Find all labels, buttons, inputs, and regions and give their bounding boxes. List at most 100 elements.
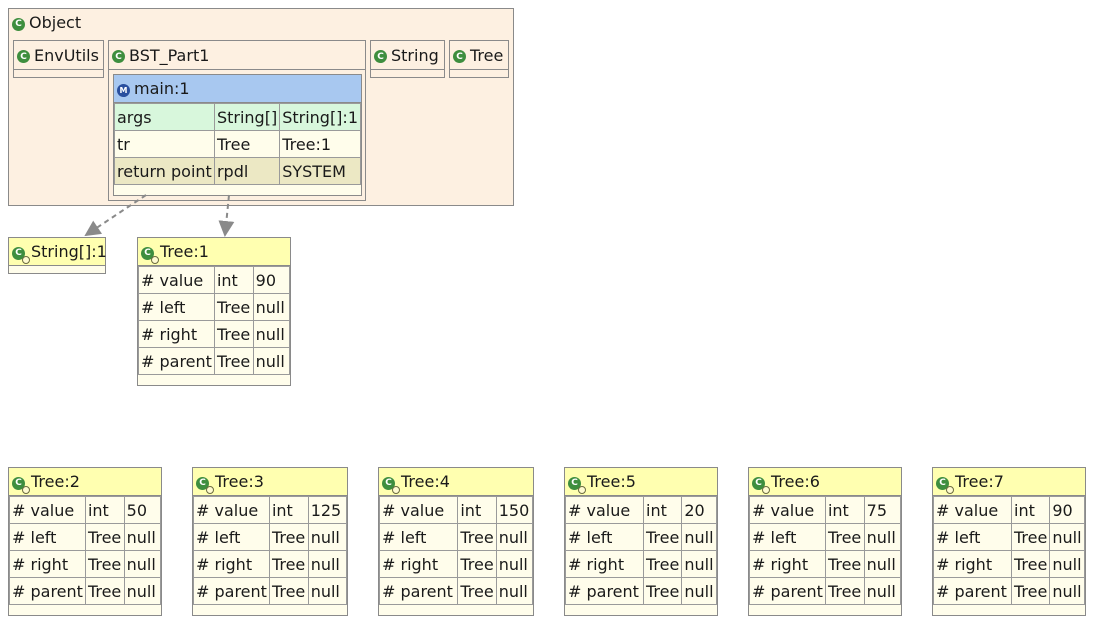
field-name: # value xyxy=(9,496,86,524)
string-array-object[interactable]: C String[]:1 xyxy=(8,237,107,274)
field-value: 50 xyxy=(123,496,162,524)
field-name: # left xyxy=(749,523,826,551)
object-class-header: C Object xyxy=(9,9,513,36)
class-box-tree[interactable]: C Tree xyxy=(449,40,509,78)
field-name: # right xyxy=(138,320,215,348)
field-name: # value xyxy=(565,496,644,524)
object-name: Tree:6 xyxy=(771,472,820,491)
field-name: # right xyxy=(933,550,1012,578)
frame-cell-name: return point xyxy=(114,157,215,185)
object-name: Tree:1 xyxy=(160,242,209,261)
class-header: C BST_Part1 xyxy=(109,41,365,70)
field-name: # parent xyxy=(193,577,270,605)
arrow-tr-to-tree1 xyxy=(218,194,235,237)
field-type: Tree xyxy=(1010,523,1051,551)
field-name: # parent xyxy=(565,577,644,605)
class-icon: C xyxy=(112,50,125,63)
field-type: Tree xyxy=(642,550,683,578)
field-type: Tree xyxy=(1010,550,1051,578)
field-type: Tree xyxy=(213,347,254,375)
field-name: # left xyxy=(9,523,86,551)
field-value: null xyxy=(681,523,717,551)
field-name: # right xyxy=(565,550,644,578)
field-value: null xyxy=(681,577,717,605)
object-icon: C xyxy=(141,246,159,264)
field-name: # value xyxy=(749,496,826,524)
frame-cell-value: SYSTEM xyxy=(279,157,361,185)
field-name: # left xyxy=(933,523,1012,551)
class-name: String xyxy=(391,45,439,65)
field-name: # right xyxy=(378,550,459,578)
field-value: null xyxy=(495,550,534,578)
field-value: 20 xyxy=(681,496,717,524)
frame-header: M main:1 xyxy=(114,75,361,103)
frame-cell-name: args xyxy=(114,103,215,131)
object-name: Tree:7 xyxy=(955,472,1004,491)
object-icon: C xyxy=(568,476,586,494)
class-name: BST_Part1 xyxy=(129,45,210,65)
field-type: Tree xyxy=(268,550,309,578)
object-name: Tree:4 xyxy=(401,472,450,491)
frame-cell-value: String[]:1 xyxy=(279,103,361,131)
class-name: EnvUtils xyxy=(34,45,99,65)
field-value: null xyxy=(307,550,348,578)
field-type: Tree xyxy=(642,577,683,605)
field-name: # value xyxy=(933,496,1012,524)
field-name: # right xyxy=(9,550,86,578)
class-header: C String xyxy=(371,41,444,70)
field-type: Tree xyxy=(84,577,125,605)
class-name: Tree xyxy=(470,45,504,65)
field-value: null xyxy=(495,577,534,605)
field-name: # parent xyxy=(933,577,1012,605)
frame-cell-type: rpdl xyxy=(213,157,281,185)
field-name: # left xyxy=(138,293,215,321)
field-name: # parent xyxy=(9,577,86,605)
class-box-envutils[interactable]: C EnvUtils xyxy=(13,40,104,78)
field-type: Tree xyxy=(824,577,865,605)
class-box-string[interactable]: C String xyxy=(370,40,445,78)
class-header: C EnvUtils xyxy=(14,41,103,70)
field-value: 150 xyxy=(495,496,534,524)
